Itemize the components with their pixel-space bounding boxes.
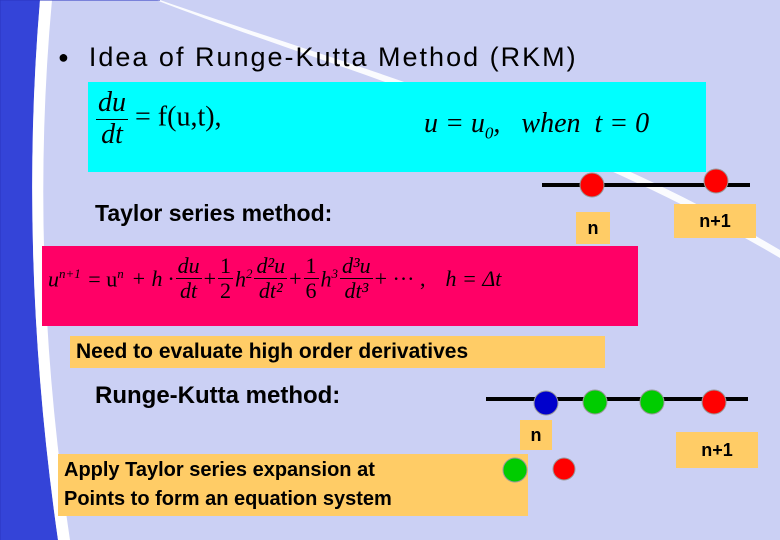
step-size-definition: h = Δt bbox=[445, 265, 502, 291]
rk-node-stage-2 bbox=[639, 389, 665, 415]
rk-node-stage-1 bbox=[582, 389, 608, 415]
rk-node-red-lower bbox=[552, 457, 576, 481]
taylor-section-label: Taylor series method: bbox=[95, 200, 333, 226]
bullet-icon: ● bbox=[58, 47, 71, 67]
rk-note-line-1: Apply Taylor series expansion at bbox=[64, 459, 375, 481]
rk-label-n1: n+1 bbox=[676, 432, 758, 468]
ode-lhs: du dt = f(u,t), bbox=[96, 87, 222, 151]
rk-label-n: n bbox=[520, 420, 552, 450]
ode-derivative: du dt bbox=[96, 87, 128, 150]
rk-section-label: Runge-Kutta method: bbox=[95, 382, 341, 409]
ode-rhs: = f(u,t), bbox=[135, 101, 222, 133]
rk-node-green-lower bbox=[502, 457, 528, 483]
derivatives-note: Need to evaluate high order derivatives bbox=[70, 336, 605, 368]
rk-node-n bbox=[533, 390, 559, 416]
rk-note: Apply Taylor series expansion at Points … bbox=[58, 454, 528, 516]
rk-grid bbox=[486, 389, 748, 416]
slide-title-text: Idea of Runge-Kutta Method (RKM) bbox=[88, 42, 578, 72]
taylor-grid bbox=[542, 168, 750, 198]
rk-extra-nodes bbox=[502, 457, 576, 483]
rk-note-line-2: Points to form an equation system bbox=[64, 488, 392, 510]
taylor-node-n bbox=[579, 172, 605, 198]
slide-title: ● Idea of Runge-Kutta Method (RKM) bbox=[58, 42, 578, 73]
initial-condition: u = u0, when t = 0 bbox=[424, 108, 650, 143]
rk-node-n1 bbox=[701, 389, 727, 415]
left-accent-stripe bbox=[32, 0, 70, 540]
taylor-node-n1 bbox=[703, 168, 729, 194]
taylor-label-n: n bbox=[576, 212, 610, 244]
ode-equation-box: du dt = f(u,t), u = u0, when t = 0 bbox=[88, 82, 706, 172]
taylor-label-n1: n+1 bbox=[674, 204, 756, 238]
left-accent-band bbox=[0, 0, 58, 540]
